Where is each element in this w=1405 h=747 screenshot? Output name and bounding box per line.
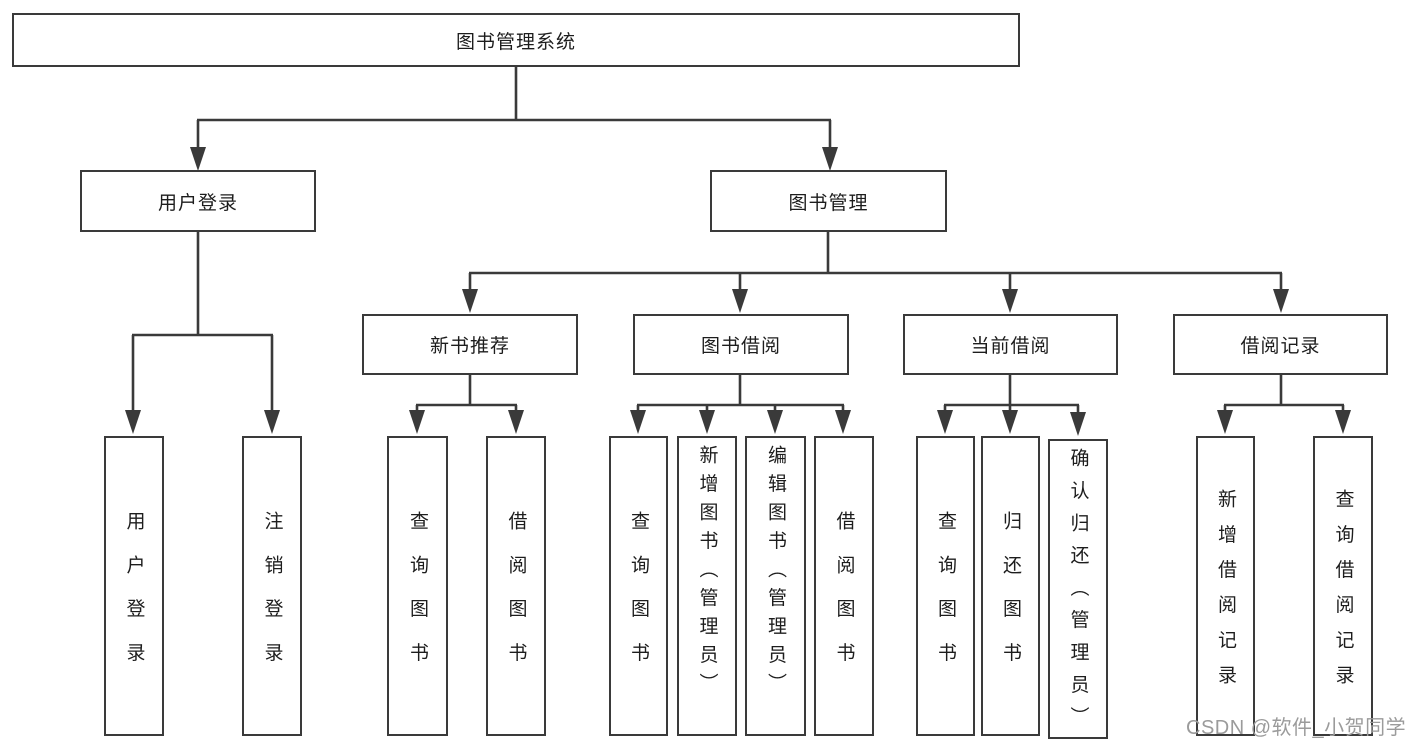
node-label: 查询借阅记录 xyxy=(1332,488,1354,700)
node-label: 新书推荐 xyxy=(429,336,510,357)
leaf-return-books: 归还图书 xyxy=(981,436,1040,736)
node-book-management: 图书管理 xyxy=(710,170,947,232)
node-label: 借阅记录 xyxy=(1240,336,1321,357)
node-label: 查询图书 xyxy=(935,510,956,686)
leaf-borrow-books-recommend: 借阅图书 xyxy=(486,436,546,736)
node-label: 图书管理 xyxy=(788,192,869,214)
leaf-add-borrow-record: 新增借阅记录 xyxy=(1196,436,1255,736)
node-label: 新增图书（管理员） xyxy=(696,445,718,702)
node-new-book-recommend: 新书推荐 xyxy=(362,314,578,375)
arrowheads xyxy=(125,147,1351,436)
node-label: 借阅图书 xyxy=(505,510,527,686)
node-label: 图书管理系统 xyxy=(455,31,576,53)
node-label: 查询图书 xyxy=(407,510,428,686)
leaf-query-borrow-record: 查询借阅记录 xyxy=(1313,436,1373,736)
leaf-confirm-return-admin: 确认归还（管理员） xyxy=(1048,439,1108,739)
leaf-user-login: 用户登录 xyxy=(104,436,164,736)
leaf-borrow-books: 借阅图书 xyxy=(814,436,874,736)
leaf-add-books-admin: 新增图书（管理员） xyxy=(677,436,737,736)
leaf-query-books-current: 查询图书 xyxy=(916,436,975,736)
node-label: 注销登录 xyxy=(261,510,283,686)
node-user-login: 用户登录 xyxy=(80,170,316,232)
node-label: 确认归还（管理员） xyxy=(1067,448,1089,739)
node-library-management-system: 图书管理系统 xyxy=(12,13,1020,67)
node-label: 查询图书 xyxy=(628,510,649,686)
leaf-logout: 注销登录 xyxy=(242,436,302,736)
node-label: 借阅图书 xyxy=(833,510,855,686)
node-label: 编辑图书（管理员） xyxy=(765,445,786,702)
node-book-borrowing: 图书借阅 xyxy=(633,314,849,375)
node-label: 用户登录 xyxy=(157,192,238,214)
node-label: 用户登录 xyxy=(123,510,145,686)
csdn-watermark: CSDN @软件_小贺同学 xyxy=(1186,717,1405,739)
leaf-query-books-recommend: 查询图书 xyxy=(387,436,448,736)
node-current-borrowing: 当前借阅 xyxy=(903,314,1118,375)
node-label: 当前借阅 xyxy=(970,336,1051,357)
node-label: 新增借阅记录 xyxy=(1215,488,1236,700)
node-label: 归还图书 xyxy=(1000,510,1021,686)
leaf-edit-books-admin: 编辑图书（管理员） xyxy=(745,436,806,736)
leaf-query-books-borrowing: 查询图书 xyxy=(609,436,668,736)
node-label: 图书借阅 xyxy=(700,336,781,357)
node-borrowing-records: 借阅记录 xyxy=(1173,314,1388,375)
